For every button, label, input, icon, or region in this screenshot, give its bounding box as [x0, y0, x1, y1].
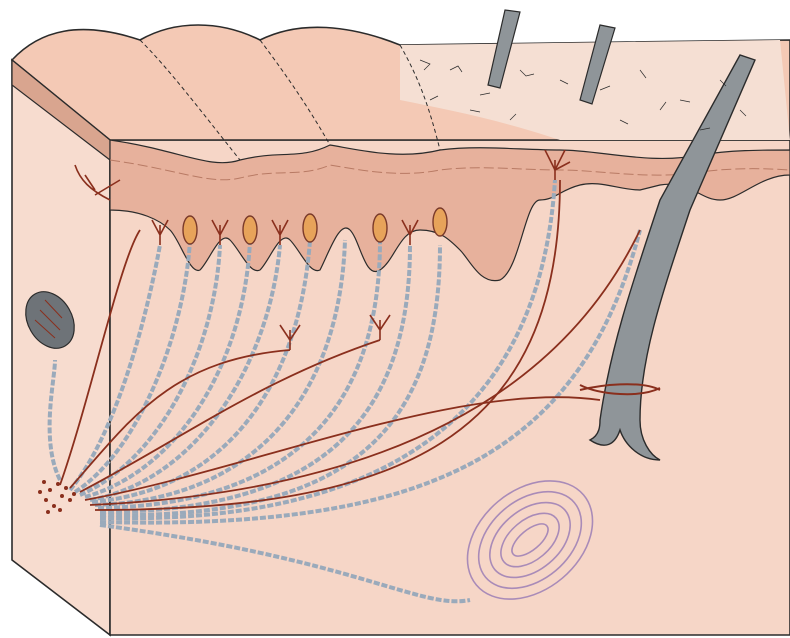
skin-diagram	[0, 0, 790, 638]
skin-block-illustration	[0, 0, 790, 638]
